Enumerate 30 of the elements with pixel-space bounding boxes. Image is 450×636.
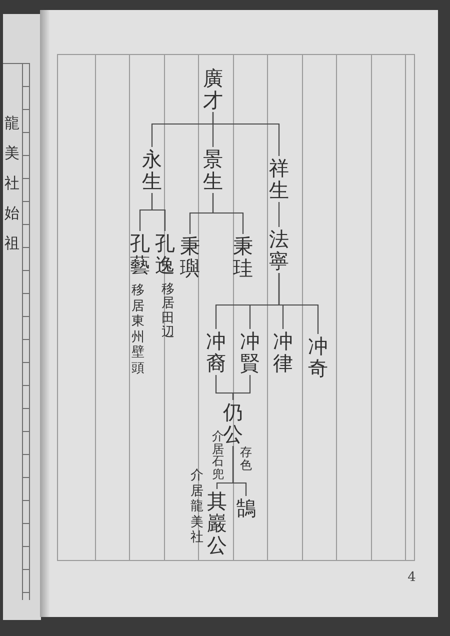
person-name: 孔藝 — [130, 232, 150, 276]
person-name: 孔逸 — [155, 232, 175, 276]
person-name: 秉珪 — [233, 235, 253, 279]
page-number: 4 — [408, 570, 416, 585]
note-text: 移居田辺 — [162, 283, 174, 340]
person-name: 冲奇 — [308, 335, 328, 379]
person-name: 仍公 — [223, 401, 243, 445]
person-name: 永生 — [142, 148, 162, 192]
page-edge-text: 龍美社始祖 — [4, 113, 20, 254]
person-name: 冲賢 — [240, 330, 260, 374]
person-name: 鵠 — [236, 497, 256, 519]
note-text: 介居龍美社 — [190, 468, 204, 546]
note-text: 介居石兜 — [212, 430, 224, 480]
note-text: 移居東州壁頭 — [132, 283, 144, 377]
person-name: 景生 — [203, 148, 223, 192]
tree-connector — [278, 273, 319, 334]
person-name: 法寧 — [269, 228, 289, 272]
tree-connector — [151, 193, 166, 231]
person-name: 廣才 — [203, 67, 223, 111]
tree-connector — [278, 202, 280, 227]
person-name: 祥生 — [269, 157, 289, 201]
tree-connector — [212, 112, 280, 156]
tree-connector — [232, 375, 251, 400]
person-name: 冲裔 — [206, 330, 226, 374]
tree-connector — [232, 446, 247, 496]
person-name: 秉璵 — [180, 235, 200, 279]
note-text: 存色 — [240, 446, 252, 472]
person-name: 其巖公 — [207, 490, 227, 556]
tree-connector — [212, 193, 244, 234]
person-name: 冲律 — [273, 330, 293, 374]
